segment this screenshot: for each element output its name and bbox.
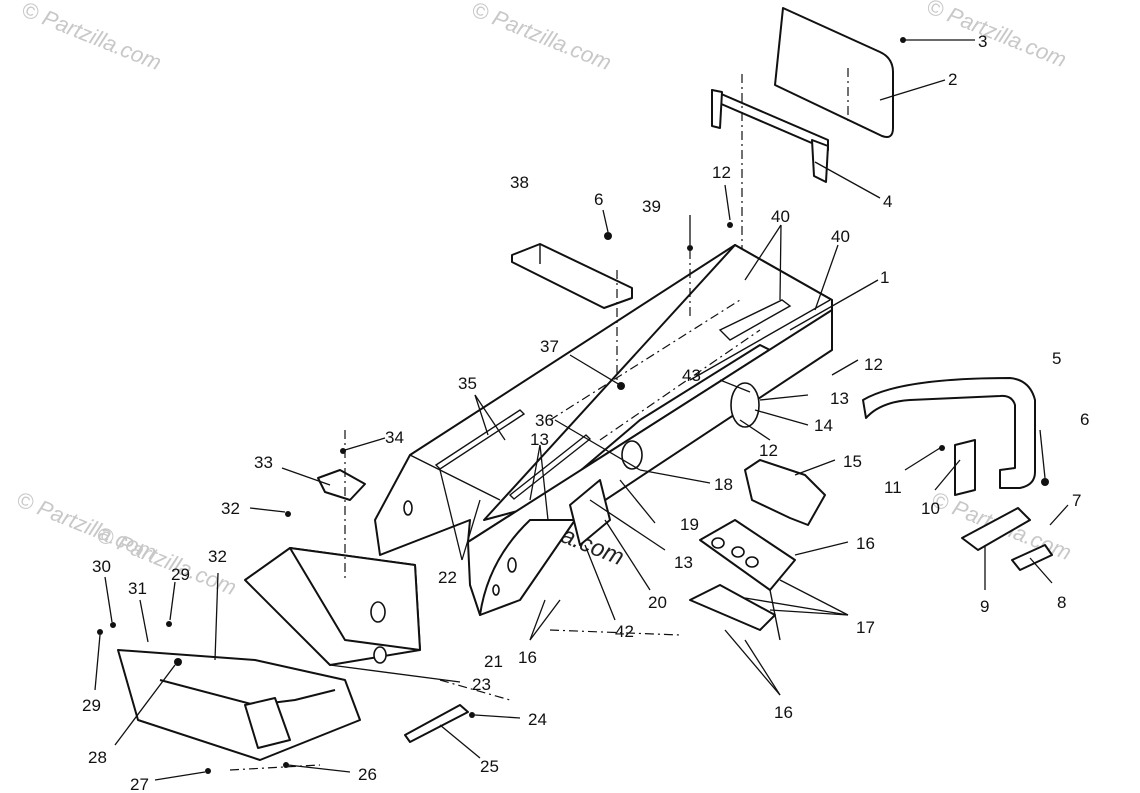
callout-17: 17	[856, 618, 875, 637]
callout-15: 15	[843, 452, 862, 471]
callout-16-left: 16	[518, 648, 537, 667]
part-4-bracket	[711, 74, 829, 250]
callout-39: 39	[642, 197, 661, 216]
part-23-console	[244, 547, 421, 666]
callout-7: 7	[1072, 491, 1081, 510]
callout-3: 3	[978, 32, 987, 51]
callout-30: 30	[92, 557, 111, 576]
part-9-bracket	[961, 507, 1053, 571]
callout-1: 1	[880, 268, 889, 287]
callout-2: 2	[948, 70, 957, 89]
part-5-bumper	[862, 377, 1036, 496]
callout-23: 23	[472, 675, 491, 694]
part-42-panel	[569, 479, 611, 546]
callout-22: 22	[438, 568, 457, 587]
callout-12-right: 12	[864, 355, 883, 374]
callout-6-right: 6	[1080, 410, 1089, 429]
callout-5: 5	[1052, 349, 1061, 368]
callout-34: 34	[385, 428, 404, 447]
callout-40-right: 40	[831, 227, 850, 246]
callout-16-bottom: 16	[774, 703, 793, 722]
part-1-tunnel	[374, 244, 833, 616]
callout-16-right: 16	[856, 534, 875, 553]
callout-27: 27	[130, 775, 149, 793]
callout-9: 9	[980, 597, 989, 616]
callout-32-lower: 32	[208, 547, 227, 566]
callout-19: 19	[680, 515, 699, 534]
callout-10: 10	[921, 499, 940, 518]
callout-14: 14	[814, 416, 833, 435]
watermark-top-center: © Partzilla.com	[468, 0, 615, 75]
callout-42: 42	[615, 622, 634, 641]
callout-12-top: 12	[712, 163, 731, 182]
callout-31: 31	[128, 579, 147, 598]
watermark-top-left: © Partzilla.com	[18, 0, 165, 75]
callout-28: 28	[88, 748, 107, 767]
part-16-17-brackets	[689, 519, 796, 641]
callout-leaders	[94, 37, 1069, 781]
callout-43: 43	[682, 366, 701, 385]
part-38-bracket	[511, 243, 633, 309]
callout-11: 11	[884, 478, 902, 497]
callout-32-top: 32	[221, 499, 240, 518]
callout-24: 24	[528, 710, 547, 729]
callout-8: 8	[1057, 593, 1066, 612]
part-15-bracket	[744, 459, 826, 526]
assembly-lines	[229, 250, 691, 771]
callout-26: 26	[358, 765, 377, 784]
part-27-base	[117, 649, 361, 761]
watermark-top-right: © Partzilla.com	[923, 0, 1070, 72]
part-33-bracket	[317, 469, 366, 501]
callout-35: 35	[458, 374, 477, 393]
callout-37: 37	[540, 337, 559, 356]
callout-13-lower: 13	[674, 553, 693, 572]
callout-12-lower: 12	[759, 441, 778, 460]
callout-33: 33	[254, 453, 273, 472]
callout-18: 18	[714, 475, 733, 494]
callout-40-left: 40	[771, 207, 790, 226]
callout-36: 36	[535, 411, 554, 430]
callout-21: 21	[484, 652, 503, 671]
callout-4: 4	[883, 192, 892, 211]
callout-29-left: 29	[82, 696, 101, 715]
callout-13-left: 13	[530, 430, 549, 449]
callout-38: 38	[510, 173, 529, 192]
callout-13-right: 13	[830, 389, 849, 408]
callout-20: 20	[648, 593, 667, 612]
callout-25: 25	[480, 757, 499, 776]
part-2-rear-panel	[774, 7, 894, 138]
callout-29-right: 29	[171, 565, 190, 584]
callout-6-left: 6	[594, 190, 603, 209]
callout-labels: 1 2 3 4 5 6 6 7 8 9 10 11 12 12 12 13 13…	[82, 32, 1089, 793]
part-25-strap	[404, 704, 469, 743]
